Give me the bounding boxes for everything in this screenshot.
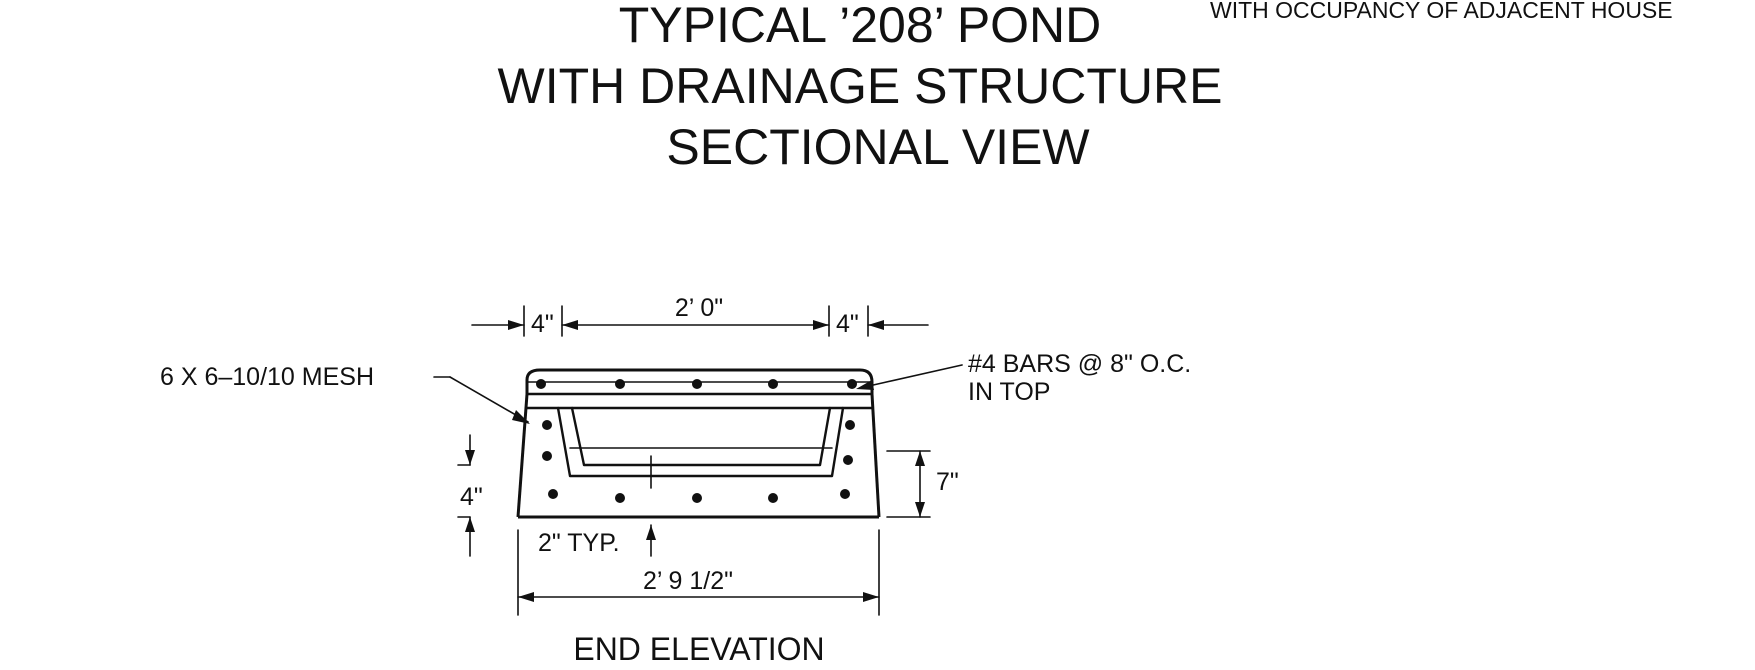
right-height-dimension: [886, 450, 931, 518]
dim-bottom-width: 2’ 9 1/2": [643, 567, 733, 595]
caption-end-elevation: END ELEVATION: [573, 631, 824, 667]
bottom-width-dimension: [517, 529, 880, 616]
top-note: WITH OCCUPANCY OF ADJACENT HOUSE: [1210, 0, 1673, 23]
dim-top-left: 4": [531, 310, 554, 338]
rebar-dots: [536, 379, 857, 503]
dim-top-center: 2’ 0": [675, 294, 723, 322]
left-height-dimension: [457, 434, 475, 557]
top-dimension-lines: [471, 305, 929, 337]
dim-top-right: 4": [836, 310, 859, 338]
bars-leader: [856, 364, 963, 390]
dim-left-height: 4": [460, 483, 483, 511]
cover-dimension: [646, 524, 656, 557]
structure-outline: [516, 368, 881, 519]
dim-right-height: 7": [936, 468, 959, 496]
bars-callout-line-2: IN TOP: [968, 378, 1050, 406]
dim-cover: 2" TYP.: [538, 529, 620, 557]
bars-callout-line-1: #4 BARS @ 8" O.C.: [968, 350, 1191, 378]
title-line-3: SECTIONAL VIEW: [666, 119, 1090, 175]
title-line-1: TYPICAL ’208’ POND: [619, 0, 1102, 53]
mesh-callout-label: 6 X 6–10/10 MESH: [160, 363, 374, 391]
mesh-leader: [433, 376, 530, 424]
title-line-2: WITH DRAINAGE STRUCTURE: [498, 58, 1223, 114]
